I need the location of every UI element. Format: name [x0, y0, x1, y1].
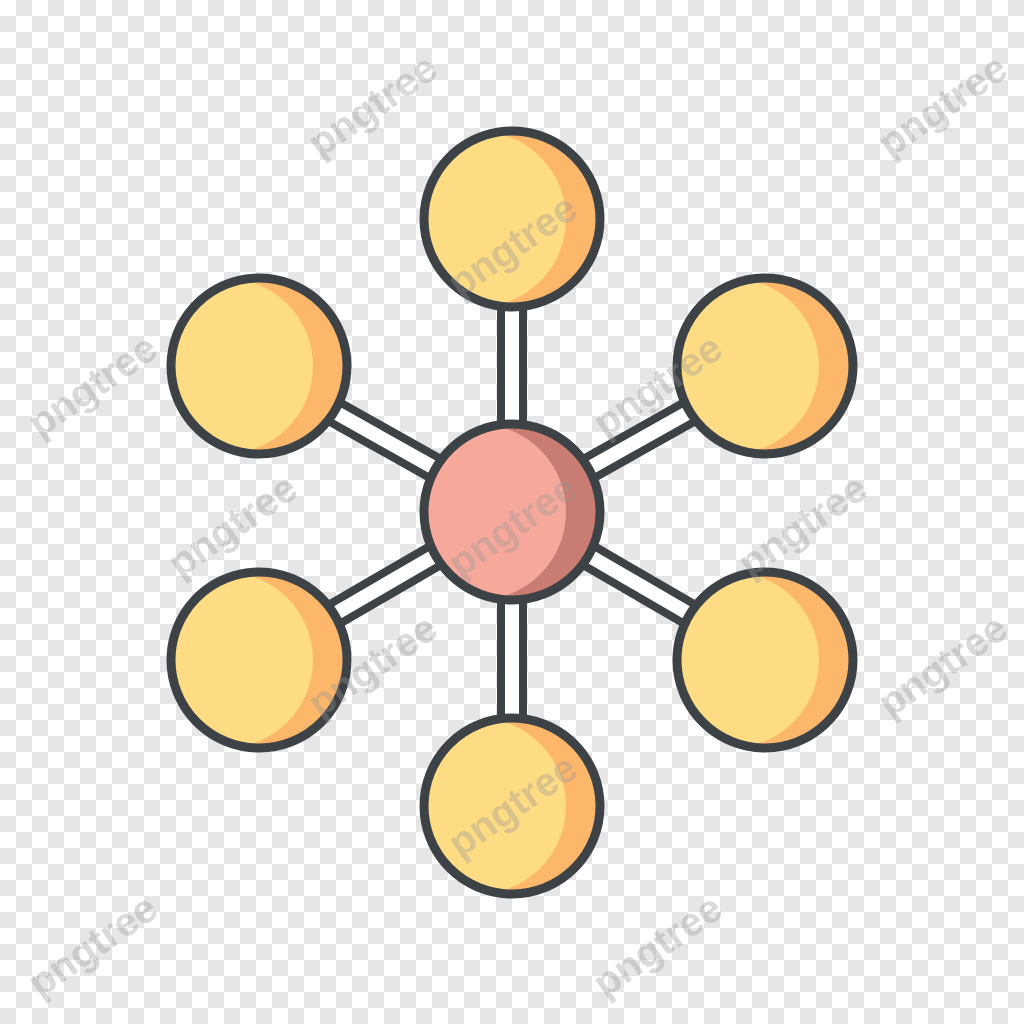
- node-lower-right: [672, 567, 858, 753]
- bond-lower-left: [325, 541, 446, 628]
- bond-lower-right: [578, 541, 699, 628]
- node-center: [419, 419, 605, 605]
- bonds: [325, 300, 699, 724]
- bond-upper-left: [325, 397, 446, 484]
- bond-upper-right: [578, 397, 699, 484]
- node-upper-right: [672, 273, 858, 459]
- node-top: [419, 126, 605, 312]
- node-lower-left: [166, 567, 352, 753]
- node-upper-left: [166, 273, 352, 459]
- node-bottom: [419, 713, 605, 899]
